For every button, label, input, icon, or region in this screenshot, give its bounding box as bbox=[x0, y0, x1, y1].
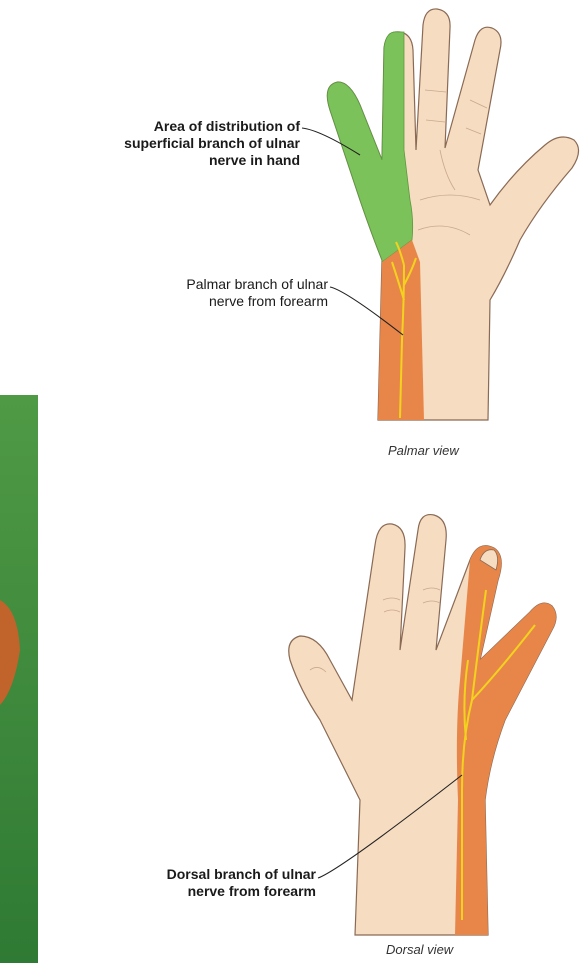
superficial-branch-area bbox=[327, 32, 412, 262]
palmar-label-line-2: nerve from forearm bbox=[60, 293, 328, 310]
palmar-view-caption: Palmar view bbox=[388, 443, 459, 458]
palmar-label-line-1: Palmar branch of ulnar bbox=[60, 276, 328, 293]
superficial-label-line-2: superficial branch of ulnar bbox=[20, 135, 300, 152]
dorsal-branch-area bbox=[455, 546, 556, 935]
dorsal-view-caption: Dorsal view bbox=[386, 942, 453, 957]
dorsal-label-line-1: Dorsal branch of ulnar bbox=[40, 866, 316, 883]
dorsal-label-line-2: nerve from forearm bbox=[40, 883, 316, 900]
dorsal-branch-label: Dorsal branch of ulnar nerve from forear… bbox=[40, 866, 316, 900]
dorsal-hand bbox=[289, 515, 556, 935]
superficial-label-line-1: Area of distribution of bbox=[20, 118, 300, 135]
superficial-label-line-3: nerve in hand bbox=[20, 152, 300, 169]
superficial-branch-label: Area of distribution of superficial bran… bbox=[20, 118, 300, 169]
palmar-branch-label: Palmar branch of ulnar nerve from forear… bbox=[60, 276, 328, 310]
photo-fragment bbox=[0, 395, 38, 963]
palmar-hand bbox=[302, 9, 579, 420]
